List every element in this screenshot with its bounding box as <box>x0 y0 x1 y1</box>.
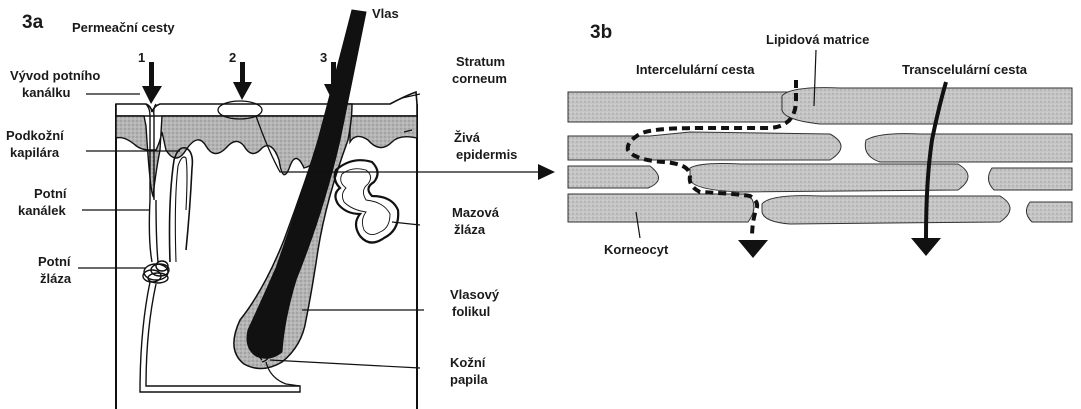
panel-a-label: 3a <box>22 12 43 33</box>
transcellular-route-arrowhead <box>911 238 941 256</box>
sweat-duct-label-1: Vývod potního <box>10 68 100 83</box>
stratum-corneum-label-1: Stratum <box>456 54 505 69</box>
corneocyte <box>1026 202 1072 222</box>
route-2-number: 2 <box>229 50 236 65</box>
sweat-gland-label-1: Potní <box>38 254 71 269</box>
corneocyte <box>568 92 796 122</box>
sweat-gland-coil <box>143 261 169 283</box>
living-epidermis-layer <box>116 116 330 196</box>
hair-follicle-label-2: folikul <box>452 304 490 319</box>
sweat-canal-label-2: kanálek <box>18 203 66 218</box>
transcellular-route-label: Transcelulární cesta <box>902 62 1027 77</box>
intercellular-route-arrowhead <box>738 240 768 258</box>
route-3-number: 3 <box>320 50 327 65</box>
corneocyte-label: Korneocyt <box>604 242 668 257</box>
sebaceous-gland-inner <box>341 169 390 235</box>
lipid-matrix-label: Lipidová matrice <box>766 32 869 47</box>
panel-b-illustration <box>568 50 1072 258</box>
sweat-duct-label-2: kanálku <box>22 85 70 100</box>
sweat-canal-label-1: Potní <box>34 186 67 201</box>
sebaceous-gland-label-2: žláza <box>454 222 485 237</box>
route-1-arrow <box>142 62 162 104</box>
hair-follicle-label-1: Vlasový <box>450 287 499 302</box>
zoom-connector-arrowhead <box>538 164 555 180</box>
panel-b-label: 3b <box>590 22 612 43</box>
corneocyte <box>988 168 1072 190</box>
epidermis-label-2: epidermis <box>456 147 517 162</box>
stratum-corneum-layer <box>116 92 417 116</box>
corneocyte <box>568 132 841 160</box>
sweat-canal <box>149 200 158 262</box>
sebaceous-gland-label-1: Mazová <box>452 205 499 220</box>
subcutaneous-capillary-inner <box>175 157 187 262</box>
permeation-routes-title: Permeační cesty <box>72 20 175 35</box>
dermal-papilla-label-2: papila <box>450 372 488 387</box>
route-2-arrow <box>233 62 252 100</box>
capillary-label-1: Podkožní <box>6 128 64 143</box>
corneocyte <box>782 88 1072 124</box>
capillary-label-2: kapilára <box>10 145 59 160</box>
intercellular-route-label: Intercelulární cesta <box>636 62 755 77</box>
dermal-papilla-label-1: Kožní <box>450 355 485 370</box>
corneocyte <box>568 194 754 222</box>
corneocyte <box>762 196 1010 224</box>
corneocyte <box>568 166 659 188</box>
epidermis-label-1: Živá <box>454 130 480 145</box>
subcutaneous-capillary <box>170 148 193 262</box>
route-1-number: 1 <box>138 50 145 65</box>
corneocyte <box>865 134 1072 162</box>
hair-label: Vlas <box>372 6 399 21</box>
sweat-gland-label-2: žláza <box>40 271 71 286</box>
stratum-corneum-label-2: corneum <box>452 71 507 86</box>
